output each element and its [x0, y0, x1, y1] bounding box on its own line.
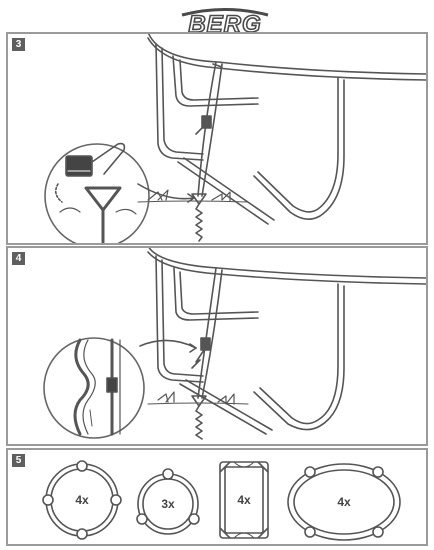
step-5-panel: 5: [6, 448, 428, 546]
frame-top-rail: [148, 34, 426, 75]
round-trampoline-3-anchors: [136, 468, 200, 535]
step-3-illustration: [44, 34, 426, 243]
shape-anchor-count-label: 3x: [161, 497, 175, 511]
step-number-badge: 5: [12, 454, 25, 467]
step-4-illustration: [43, 248, 426, 440]
step-3-panel: 3: [6, 32, 428, 245]
shape-anchor-count-label: 4x: [237, 493, 251, 507]
step-number-badge: 3: [12, 38, 25, 51]
round-trampoline-4-anchors: [42, 460, 122, 540]
rectangular-trampoline-4-anchors: [219, 461, 269, 539]
step-number-badge: 4: [12, 252, 25, 265]
shape-anchor-count-label: 4x: [75, 493, 89, 507]
step-4-panel: 4: [6, 246, 428, 446]
step-5-shapes-illustration: [42, 460, 401, 541]
shape-anchor-count-label: 4x: [337, 495, 351, 509]
oval-trampoline-4-anchors: [287, 463, 401, 541]
